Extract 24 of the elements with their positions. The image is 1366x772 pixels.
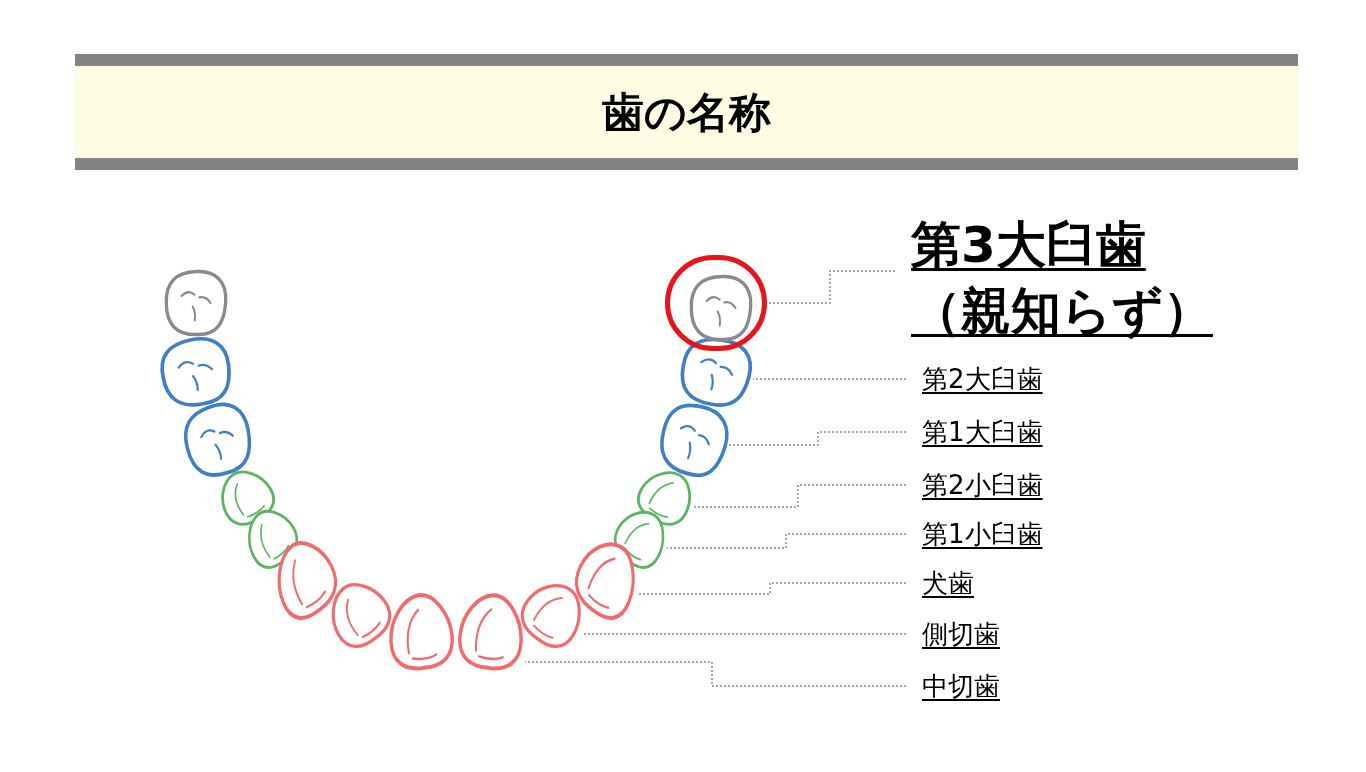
- tooth-drawing: [457, 592, 525, 672]
- leader-line: [583, 633, 907, 635]
- tooth-name-label: 第1大臼歯: [922, 416, 1043, 449]
- tooth-name-label: 第1小臼歯: [922, 518, 1043, 551]
- tooth-drawing: [659, 402, 729, 478]
- leader-line: [524, 661, 907, 687]
- leader-line: [666, 533, 907, 549]
- tooth-name-label: （親知らず）: [911, 281, 1213, 342]
- tooth-drawing: [522, 581, 584, 647]
- leader-line: [766, 270, 896, 304]
- leader-line: [752, 378, 907, 380]
- tooth-name-label: 第2小臼歯: [922, 469, 1043, 502]
- tooth-drawing: [638, 469, 694, 525]
- leader-line: [693, 484, 907, 508]
- leader-line: [637, 582, 907, 595]
- title: 歯の名称: [602, 86, 771, 139]
- tooth-drawing: [679, 336, 753, 408]
- tooth-name-label: 第2大臼歯: [922, 363, 1043, 396]
- tooth-name-label: 側切歯: [922, 618, 1000, 651]
- tooth-name-label: 犬歯: [922, 567, 974, 600]
- tooth-name-label: 第3大臼歯: [911, 215, 1146, 276]
- tooth-drawing: [576, 539, 638, 619]
- tooth-name-label: 中切歯: [922, 670, 1000, 703]
- leader-line: [728, 431, 907, 446]
